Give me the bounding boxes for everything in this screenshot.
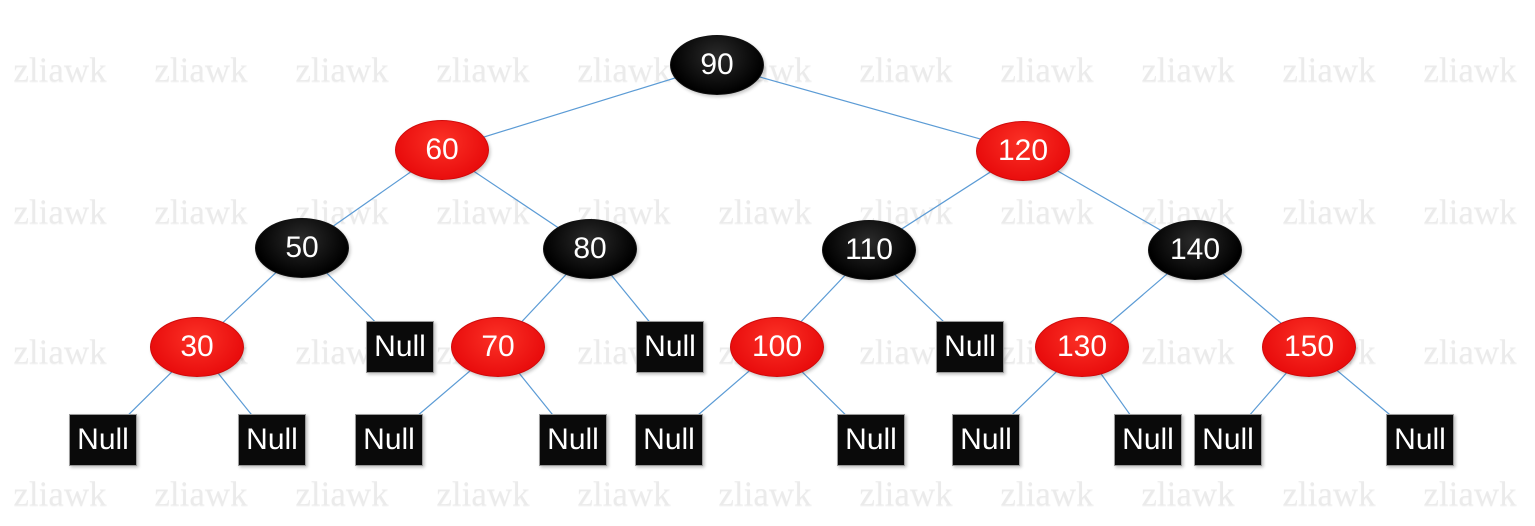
tree-node-label: 90: [700, 48, 734, 81]
tree-node-null-30L: Null: [69, 414, 137, 466]
watermark-text: zliawk: [1423, 192, 1517, 232]
tree-node-null-150L: Null: [1194, 414, 1262, 466]
tree-node-label: 50: [285, 231, 319, 264]
watermark-text: zliawk: [295, 474, 389, 514]
tree-node-90: 90: [670, 35, 764, 95]
watermark-text: zliawk: [436, 192, 530, 232]
tree-node-label: Null: [547, 423, 599, 456]
tree-node-label: Null: [246, 423, 298, 456]
watermark-text: zliawk: [436, 474, 530, 514]
tree-node-70: 70: [451, 317, 545, 377]
tree-node-null-130L: Null: [952, 414, 1020, 466]
tree-node-null-130R: Null: [1114, 414, 1182, 466]
watermark-text: zliawk: [436, 50, 530, 90]
tree-node-label: Null: [363, 423, 415, 456]
watermark-text: zliawk: [154, 50, 248, 90]
tree-node-null-150R: Null: [1386, 414, 1454, 466]
tree-node-150: 150: [1262, 317, 1356, 377]
tree-node-label: Null: [644, 330, 696, 363]
watermark-text: zliawk: [577, 50, 671, 90]
tree-node-80: 80: [543, 219, 637, 279]
tree-node-label: Null: [374, 330, 426, 363]
tree-node-30: 30: [150, 317, 244, 377]
tree-node-label: Null: [1394, 423, 1446, 456]
tree-node-60: 60: [395, 120, 489, 180]
watermark-text: zliawk: [577, 474, 671, 514]
tree-node-label: 80: [573, 232, 607, 265]
watermark-text: zliawk: [1423, 474, 1517, 514]
tree-node-140: 140: [1148, 220, 1242, 280]
tree-node-null-50R: Null: [366, 321, 434, 373]
watermark-text: zliawk: [295, 50, 389, 90]
tree-node-label: 140: [1169, 233, 1221, 266]
tree-node-label: Null: [960, 423, 1012, 456]
watermark-text: zliawk: [1000, 192, 1094, 232]
tree-node-label: Null: [77, 423, 129, 456]
tree-node-110: 110: [822, 220, 916, 280]
tree-node-label: Null: [1202, 423, 1254, 456]
watermark-text: zliawk: [1000, 474, 1094, 514]
tree-node-label: Null: [643, 423, 695, 456]
tree-edge-90-60: [441, 64, 718, 151]
watermark-text: zliawk: [1141, 474, 1235, 514]
tree-node-null-70L: Null: [355, 414, 423, 466]
tree-node-null-70R: Null: [539, 414, 607, 466]
watermark-text: zliawk: [1423, 332, 1517, 372]
tree-node-null-80R: Null: [636, 321, 704, 373]
watermark-text: zliawk: [154, 192, 248, 232]
tree-node-120: 120: [976, 121, 1070, 181]
tree-node-label: 100: [751, 330, 803, 363]
watermark-text: zliawk: [13, 332, 107, 372]
watermark-text: zliawk: [718, 474, 812, 514]
watermark-text: zliawk: [1141, 332, 1235, 372]
tree-node-label: Null: [845, 423, 897, 456]
tree-node-null-100L: Null: [635, 414, 703, 466]
tree-node-label: 60: [425, 133, 459, 166]
tree-node-label: 130: [1056, 330, 1108, 363]
watermark-text: zliawk: [1282, 474, 1376, 514]
tree-node-100: 100: [730, 317, 824, 377]
watermark-text: zliawk: [859, 50, 953, 90]
watermark-text: zliawk: [1282, 192, 1376, 232]
watermark-text: zliawk: [1141, 50, 1235, 90]
watermark-text: zliawk: [1423, 50, 1517, 90]
tree-node-label: 30: [180, 330, 214, 363]
watermark-text: zliawk: [718, 192, 812, 232]
tree-node-50: 50: [255, 218, 349, 278]
watermark-text: zliawk: [13, 474, 107, 514]
watermark-text: zliawk: [13, 192, 107, 232]
tree-node-label: Null: [944, 330, 996, 363]
tree-node-label: 110: [845, 233, 893, 266]
watermark-text: zliawk: [859, 474, 953, 514]
tree-node-label: Null: [1122, 423, 1174, 456]
tree-node-null-100R: Null: [837, 414, 905, 466]
tree-edge-90-120: [716, 64, 1024, 152]
watermark-text: zliawk: [1282, 50, 1376, 90]
tree-node-label: 70: [481, 330, 515, 363]
watermark-text: zliawk: [1000, 50, 1094, 90]
tree-node-label: 120: [997, 134, 1049, 167]
tree-node-label: 150: [1283, 330, 1335, 363]
watermark-text: zliawk: [13, 50, 107, 90]
tree-node-null-30R: Null: [238, 414, 306, 466]
watermark-text: zliawk: [154, 474, 248, 514]
tree-node-130: 130: [1035, 317, 1129, 377]
tree-node-null-110R: Null: [936, 321, 1004, 373]
